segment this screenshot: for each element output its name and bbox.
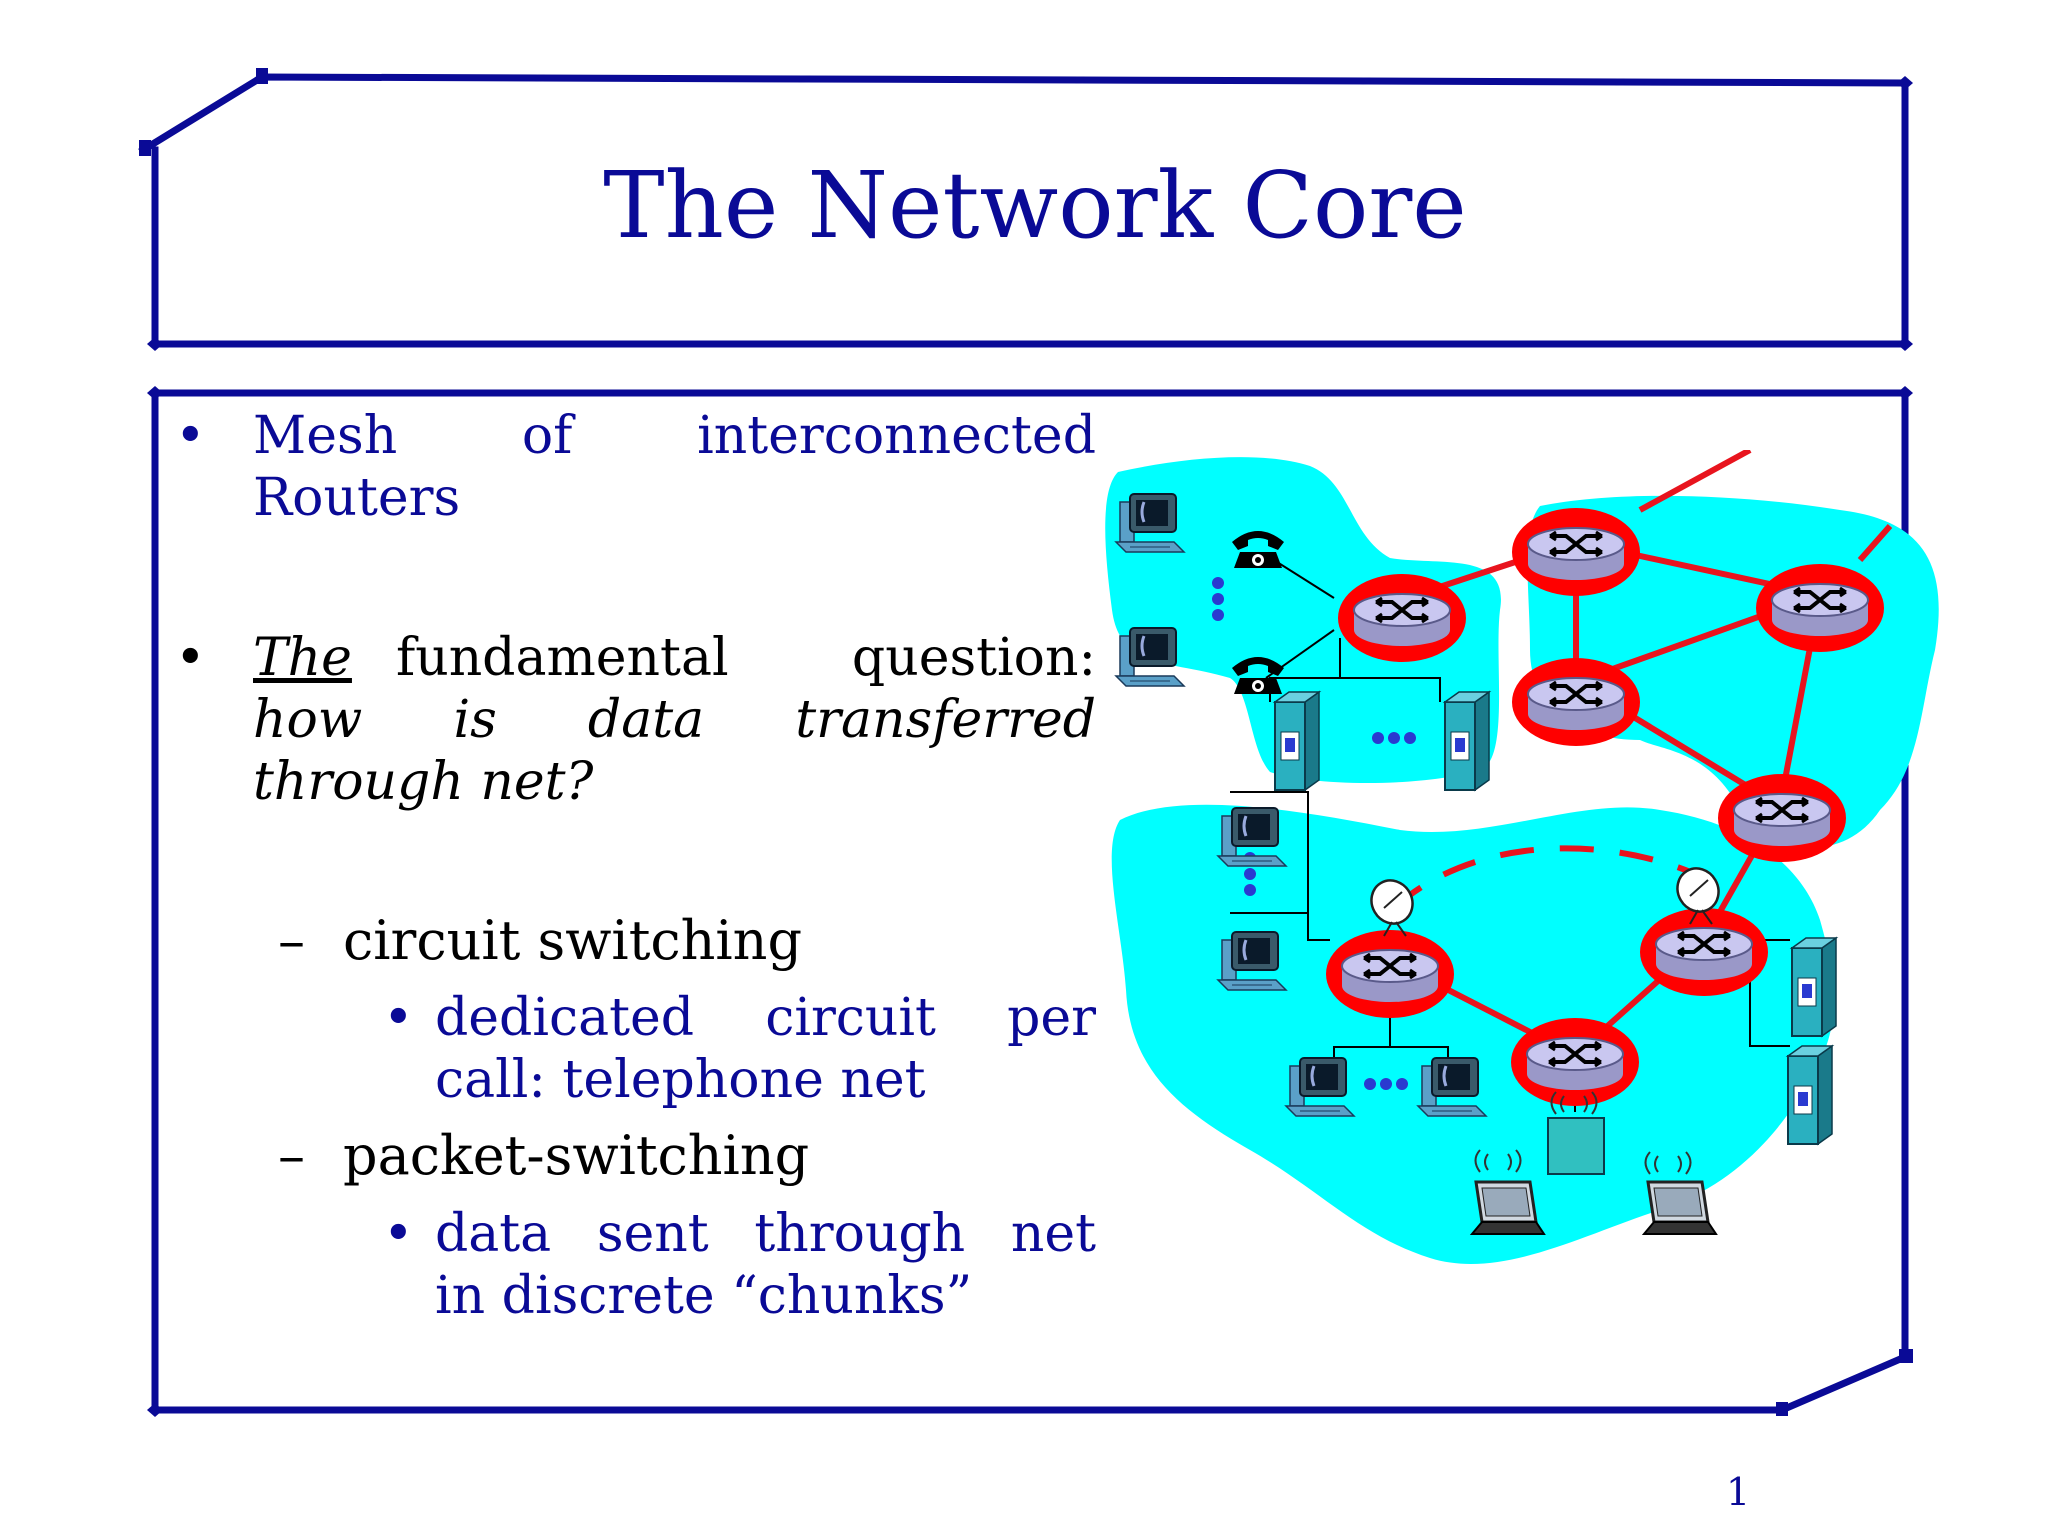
computer-icon — [1416, 1056, 1488, 1118]
sub-bullet-packet-switching: packet-switching — [343, 1124, 810, 1187]
computer-icon — [1114, 626, 1186, 688]
bullet-1-line-2: Routers — [253, 468, 461, 528]
bullet-2-rest: fundamental question: — [395, 628, 1096, 688]
packet-detail-line-1: data sent through net — [435, 1204, 1096, 1264]
bullet-2-word-the: The — [253, 628, 352, 688]
page-number: 1 — [1726, 1470, 1751, 1514]
dash-marker: – — [278, 909, 305, 972]
router-icon — [1510, 656, 1642, 748]
circuit-detail-line-2: call: telephone net — [435, 1050, 926, 1110]
packet-detail-line-2: in discrete “chunks” — [435, 1266, 973, 1326]
router-icon — [1324, 928, 1456, 1020]
bullet-1-line-1: Mesh of interconnected — [253, 405, 1096, 467]
cloud-left — [1105, 457, 1501, 783]
computer-icon — [1114, 492, 1186, 554]
bullet-2-line-1: The fundamental question: — [253, 627, 1096, 689]
bullet-marker: • — [383, 1204, 414, 1264]
server-icon — [1787, 1045, 1833, 1145]
bullet-2-line-3: through net? — [253, 752, 594, 812]
bullet-1-word-of: of — [521, 406, 573, 466]
computer-icon — [1216, 806, 1288, 868]
server-icon — [1274, 691, 1320, 791]
router-icon — [1638, 906, 1770, 998]
network-core-diagram — [1105, 450, 1939, 1264]
bullet-marker: • — [383, 988, 414, 1048]
bullet-marker: • — [175, 628, 206, 688]
cloud-bottom — [1111, 804, 1834, 1264]
wireless-access-point-icon — [1547, 1117, 1605, 1175]
circuit-detail-line-1: dedicated circuit per — [435, 988, 1096, 1048]
slide-title: The Network Core — [603, 152, 1467, 259]
router-icon — [1509, 1016, 1641, 1108]
bullet-2-line-2: how is data transferred — [253, 690, 1096, 750]
router-icon — [1754, 562, 1886, 654]
server-icon — [1791, 937, 1837, 1037]
router-icon — [1716, 772, 1848, 864]
computer-icon — [1284, 1056, 1356, 1118]
computer-icon — [1216, 930, 1288, 992]
sub-bullet-circuit-switching: circuit switching — [343, 909, 803, 972]
router-icon — [1336, 572, 1468, 664]
bullet-marker: • — [175, 406, 206, 466]
router-icon — [1510, 506, 1642, 598]
server-icon — [1444, 691, 1490, 791]
dash-marker: – — [278, 1124, 305, 1187]
bullet-1-word-mesh: Mesh — [253, 406, 398, 466]
bullet-1-word-interconnected: interconnected — [697, 406, 1096, 466]
